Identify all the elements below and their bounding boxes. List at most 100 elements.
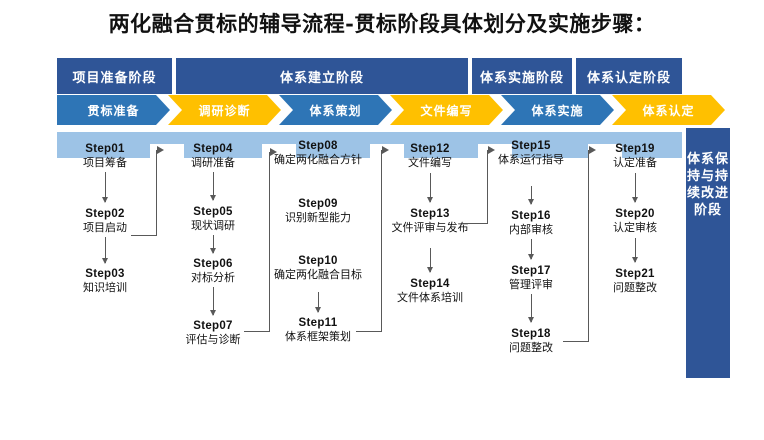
step-label: 确定两化融合方针 xyxy=(274,153,362,166)
stage-chevron-6[interactable]: 体系认定 xyxy=(612,95,725,125)
down-arrow-icon xyxy=(101,237,110,264)
step-label: 项目启动 xyxy=(83,221,127,234)
sidebar-maintenance-phase: 体系保持与持续改进阶段 xyxy=(686,128,730,378)
stage-chevron-label: 文件编写 xyxy=(420,103,473,118)
arrow-head xyxy=(315,307,321,313)
phase-bar-label: 体系建立阶段 xyxy=(279,69,364,85)
phase-bar-2: 体系建立阶段 xyxy=(176,58,468,94)
arrow-shaft xyxy=(213,172,215,200)
step-number: Step18 xyxy=(511,328,551,340)
step-number: Step01 xyxy=(85,143,125,155)
connector-arrow-head-icon xyxy=(157,146,164,154)
step-label: 体系运行指导 xyxy=(498,153,564,166)
connector-vertical-line xyxy=(155,150,157,236)
arrow-shaft xyxy=(105,237,107,263)
phase-bar-label: 体系实施阶段 xyxy=(479,69,564,85)
connector-col5-to-col6 xyxy=(563,146,596,342)
arrow-shaft xyxy=(430,248,432,272)
arrow-shaft xyxy=(531,294,533,322)
step-number: Step17 xyxy=(511,265,551,277)
step-label: 管理评审 xyxy=(509,278,553,291)
step-label: 识别新型能力 xyxy=(285,211,351,224)
down-arrow-icon xyxy=(209,287,218,316)
connector-arrow-head-icon xyxy=(382,146,389,154)
arrow-shaft xyxy=(531,186,533,204)
down-arrow-icon xyxy=(527,294,536,323)
stage-chevron-label: 贯标准备 xyxy=(87,103,140,118)
stage-chevron-1[interactable]: 贯标准备 xyxy=(57,95,170,125)
down-arrow-icon xyxy=(426,173,435,203)
step-label: 确定两化融合目标 xyxy=(274,268,362,281)
down-arrow-icon xyxy=(209,172,218,201)
step-label: 调研准备 xyxy=(191,156,235,169)
step-number: Step12 xyxy=(410,143,450,155)
step-number: Step13 xyxy=(410,208,450,220)
stage-chevron-3[interactable]: 体系策划 xyxy=(279,95,392,125)
connector-arrow-head-icon xyxy=(589,146,596,154)
stage-chevron-4[interactable]: 文件编写 xyxy=(390,95,503,125)
connector-horizontal-line xyxy=(131,234,157,236)
phase-bar-4: 体系认定阶段 xyxy=(576,58,682,94)
step-number: Step08 xyxy=(298,140,338,152)
stage-chevron-2[interactable]: 调研诊断 xyxy=(168,95,281,125)
arrow-shaft xyxy=(213,287,215,315)
connector-horizontal-line xyxy=(563,340,589,342)
arrow-shaft xyxy=(430,173,432,202)
down-arrow-icon xyxy=(631,238,640,263)
stage-chevron-5[interactable]: 体系实施 xyxy=(501,95,614,125)
step-label: 知识培训 xyxy=(83,281,127,294)
connector-vertical-line xyxy=(268,152,270,332)
step-label: 文件体系培训 xyxy=(397,291,463,304)
down-arrow-icon xyxy=(101,172,110,203)
step-label: 问题整改 xyxy=(613,281,657,294)
step-label: 文件编写 xyxy=(408,156,452,169)
phase-bar-label: 体系认定阶段 xyxy=(586,69,671,85)
step-number: Step03 xyxy=(85,268,125,280)
arrow-shaft xyxy=(635,173,637,202)
step-number: Step11 xyxy=(298,317,338,329)
connector-vertical-line xyxy=(486,150,488,224)
step-number: Step20 xyxy=(615,208,655,220)
step-label: 评估与诊断 xyxy=(185,333,241,346)
arrow-shaft xyxy=(635,238,637,262)
timeline-band-notch-4 xyxy=(478,144,512,160)
sidebar-maintenance-phase-label: 体系保持与持续改进阶段 xyxy=(686,151,729,217)
arrow-head xyxy=(632,257,638,263)
step-number: Step04 xyxy=(193,143,233,155)
arrow-head xyxy=(210,248,216,254)
step-number: Step02 xyxy=(85,208,125,220)
timeline-band-notch-5 xyxy=(588,144,622,160)
step-number: Step14 xyxy=(410,278,450,290)
connector-col4-to-col5 xyxy=(462,146,495,224)
stage-chevron-label: 体系策划 xyxy=(309,103,362,118)
connector-arrow-head-icon xyxy=(270,148,277,156)
connector-vertical-line xyxy=(380,150,382,332)
phase-bar-1: 项目准备阶段 xyxy=(57,58,172,94)
connector-horizontal-line xyxy=(462,222,488,224)
arrow-shaft xyxy=(531,239,533,259)
page-title: 两化融合贯标的辅导流程-贯标阶段具体划分及实施步骤： xyxy=(108,11,656,36)
step-label: 现状调研 xyxy=(191,219,235,232)
arrow-head xyxy=(427,267,433,273)
